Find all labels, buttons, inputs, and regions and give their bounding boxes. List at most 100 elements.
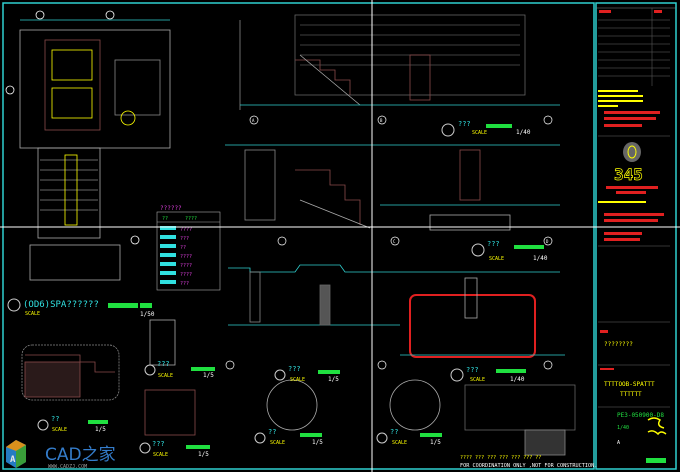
revision: A <box>617 440 620 446</box>
sheet-scale: 1/40 <box>617 425 629 431</box>
detail-title: (OD6)SPA?????? <box>23 300 99 310</box>
scale-value: 1/5 <box>328 376 339 383</box>
grid-marker-label: C <box>393 239 396 244</box>
grid-marker-label: D <box>546 239 549 244</box>
legend-header: ???? <box>185 216 197 222</box>
section-marker-icon <box>274 369 286 381</box>
title-block: 345 ???????? TTTTOOB-SPATTT TTTTTT PE3-0… <box>596 7 676 463</box>
grid-markers <box>225 115 553 370</box>
scale-value: 1/5 <box>312 439 323 446</box>
watermark-brand: CAD之家 <box>45 445 116 465</box>
scale-bar <box>514 245 544 249</box>
scale-label: SCALE <box>270 440 285 446</box>
detail-spa-title[interactable]: (OD6)SPA?????? SCALE 1/50 <box>7 298 155 318</box>
section-title: ??? <box>458 120 471 128</box>
legend-table: ?????? ?? ???? ???? ??? ?? ???? ???? ???… <box>156 205 221 291</box>
scale-label: SCALE <box>153 452 168 458</box>
detail-title: ??? <box>152 440 165 448</box>
legend-row: ??? <box>180 236 189 242</box>
scale-label: SCALE <box>470 377 485 383</box>
section-marker-icon <box>7 298 21 312</box>
detail-title: ?? <box>390 428 398 436</box>
legend-header: ?? <box>162 216 168 222</box>
scale-value: 1/5 <box>198 451 209 458</box>
scale-value: 1/40 <box>516 129 531 136</box>
grid-marker-label: B <box>380 118 383 123</box>
scale-bar <box>318 370 340 374</box>
legend-row: ???? <box>180 272 192 278</box>
detail-7-title[interactable]: ??? SCALE 1/5 <box>274 365 340 383</box>
drawing-frame <box>2 2 595 470</box>
scale-label: SCALE <box>52 427 67 433</box>
section-c <box>228 264 565 358</box>
section-marker-icon <box>471 243 485 257</box>
scale-label: SCALE <box>290 377 305 383</box>
detail-title: ?? <box>268 428 276 436</box>
section-marker-icon <box>450 368 464 382</box>
detail-4-title[interactable]: ??? SCALE 1/5 <box>139 440 210 458</box>
detail-drawings <box>21 319 576 456</box>
section-marker-icon <box>254 432 266 444</box>
scale-bar <box>191 367 215 371</box>
legend-title: ?????? <box>160 205 182 212</box>
watermark-url: WWW.CADZJ.COM <box>48 464 87 470</box>
section-marker-icon <box>37 419 49 431</box>
section-a <box>239 14 560 110</box>
scale-value: 1/40 <box>533 255 548 262</box>
watermark-logo-letter: A <box>10 455 16 465</box>
scale-value: 1/5 <box>203 372 214 379</box>
sheet-subtitle: TTTTTT <box>620 391 642 398</box>
section-c-title[interactable]: ??? SCALE 1/40 <box>450 366 526 383</box>
title-block-frame <box>595 2 677 470</box>
legend-row: ???? <box>180 227 192 233</box>
section-marker-icon <box>144 364 156 376</box>
scale-bar <box>140 303 152 308</box>
detail-6-title[interactable]: ?? SCALE 1/5 <box>376 428 442 446</box>
scale-label: SCALE <box>392 440 407 446</box>
scale-value: 1/50 <box>140 311 155 318</box>
legend-rows: ???? ??? ?? ???? ???? ???? ??? <box>160 226 192 287</box>
scale-label: SCALE <box>472 130 487 136</box>
detail-5-title[interactable]: ?? SCALE 1/5 <box>254 428 323 446</box>
cadzj-watermark: A CAD之家 WWW.CADZJ.COM <box>6 440 116 470</box>
legend-row: ???? <box>180 263 192 269</box>
footer-stamp: ???? ??? ??? ??? ??? ??? ?? <box>460 455 541 461</box>
section-marker-icon <box>376 432 388 444</box>
legend-row: ??? <box>180 281 189 287</box>
drawing-number: PE3-050900-D8 <box>617 412 664 419</box>
coordination-note: FOR COORDINATION ONLY ,NOT FOR CONSTRUCT… <box>460 463 597 469</box>
legend-row: ???? <box>180 254 192 260</box>
scale-label: SCALE <box>158 373 173 379</box>
legend-row: ?? <box>180 245 186 251</box>
scale-bar <box>186 445 210 449</box>
scale-value: 1/40 <box>510 376 525 383</box>
scale-bar <box>486 124 512 128</box>
section-title: ??? <box>466 366 479 374</box>
section-b-title[interactable]: ??? SCALE 1/40 <box>471 240 548 262</box>
detail-2-title[interactable]: ??? SCALE 1/5 <box>144 360 215 379</box>
scale-bar <box>88 420 108 424</box>
scale-value: 1/5 <box>95 426 106 433</box>
signature <box>647 417 667 436</box>
grid-marker-label: A <box>252 118 255 123</box>
scale-value: 1/5 <box>430 439 441 446</box>
company-logo-icon <box>623 142 641 162</box>
scale-bar <box>300 433 322 437</box>
detail-3-title[interactable]: ?? SCALE 1/5 <box>37 415 108 433</box>
section-a-title[interactable]: ??? SCALE 1/40 <box>441 120 531 137</box>
project-name: ???????? <box>604 341 633 348</box>
scale-label: SCALE <box>25 311 40 317</box>
approval-stamp <box>646 458 666 463</box>
scale-bar <box>108 303 138 308</box>
detail-title: ??? <box>288 365 301 373</box>
scale-bar <box>420 433 442 437</box>
scale-bar <box>496 369 526 373</box>
section-title: ??? <box>487 240 500 248</box>
section-marker-icon <box>139 442 151 454</box>
company-logo-text: 345 <box>614 165 643 184</box>
sheet-title: TTTTOOB-SPATTT <box>604 381 655 388</box>
detail-title: ?? <box>51 415 59 423</box>
section-marker-icon <box>441 123 455 137</box>
scale-label: SCALE <box>489 256 504 262</box>
